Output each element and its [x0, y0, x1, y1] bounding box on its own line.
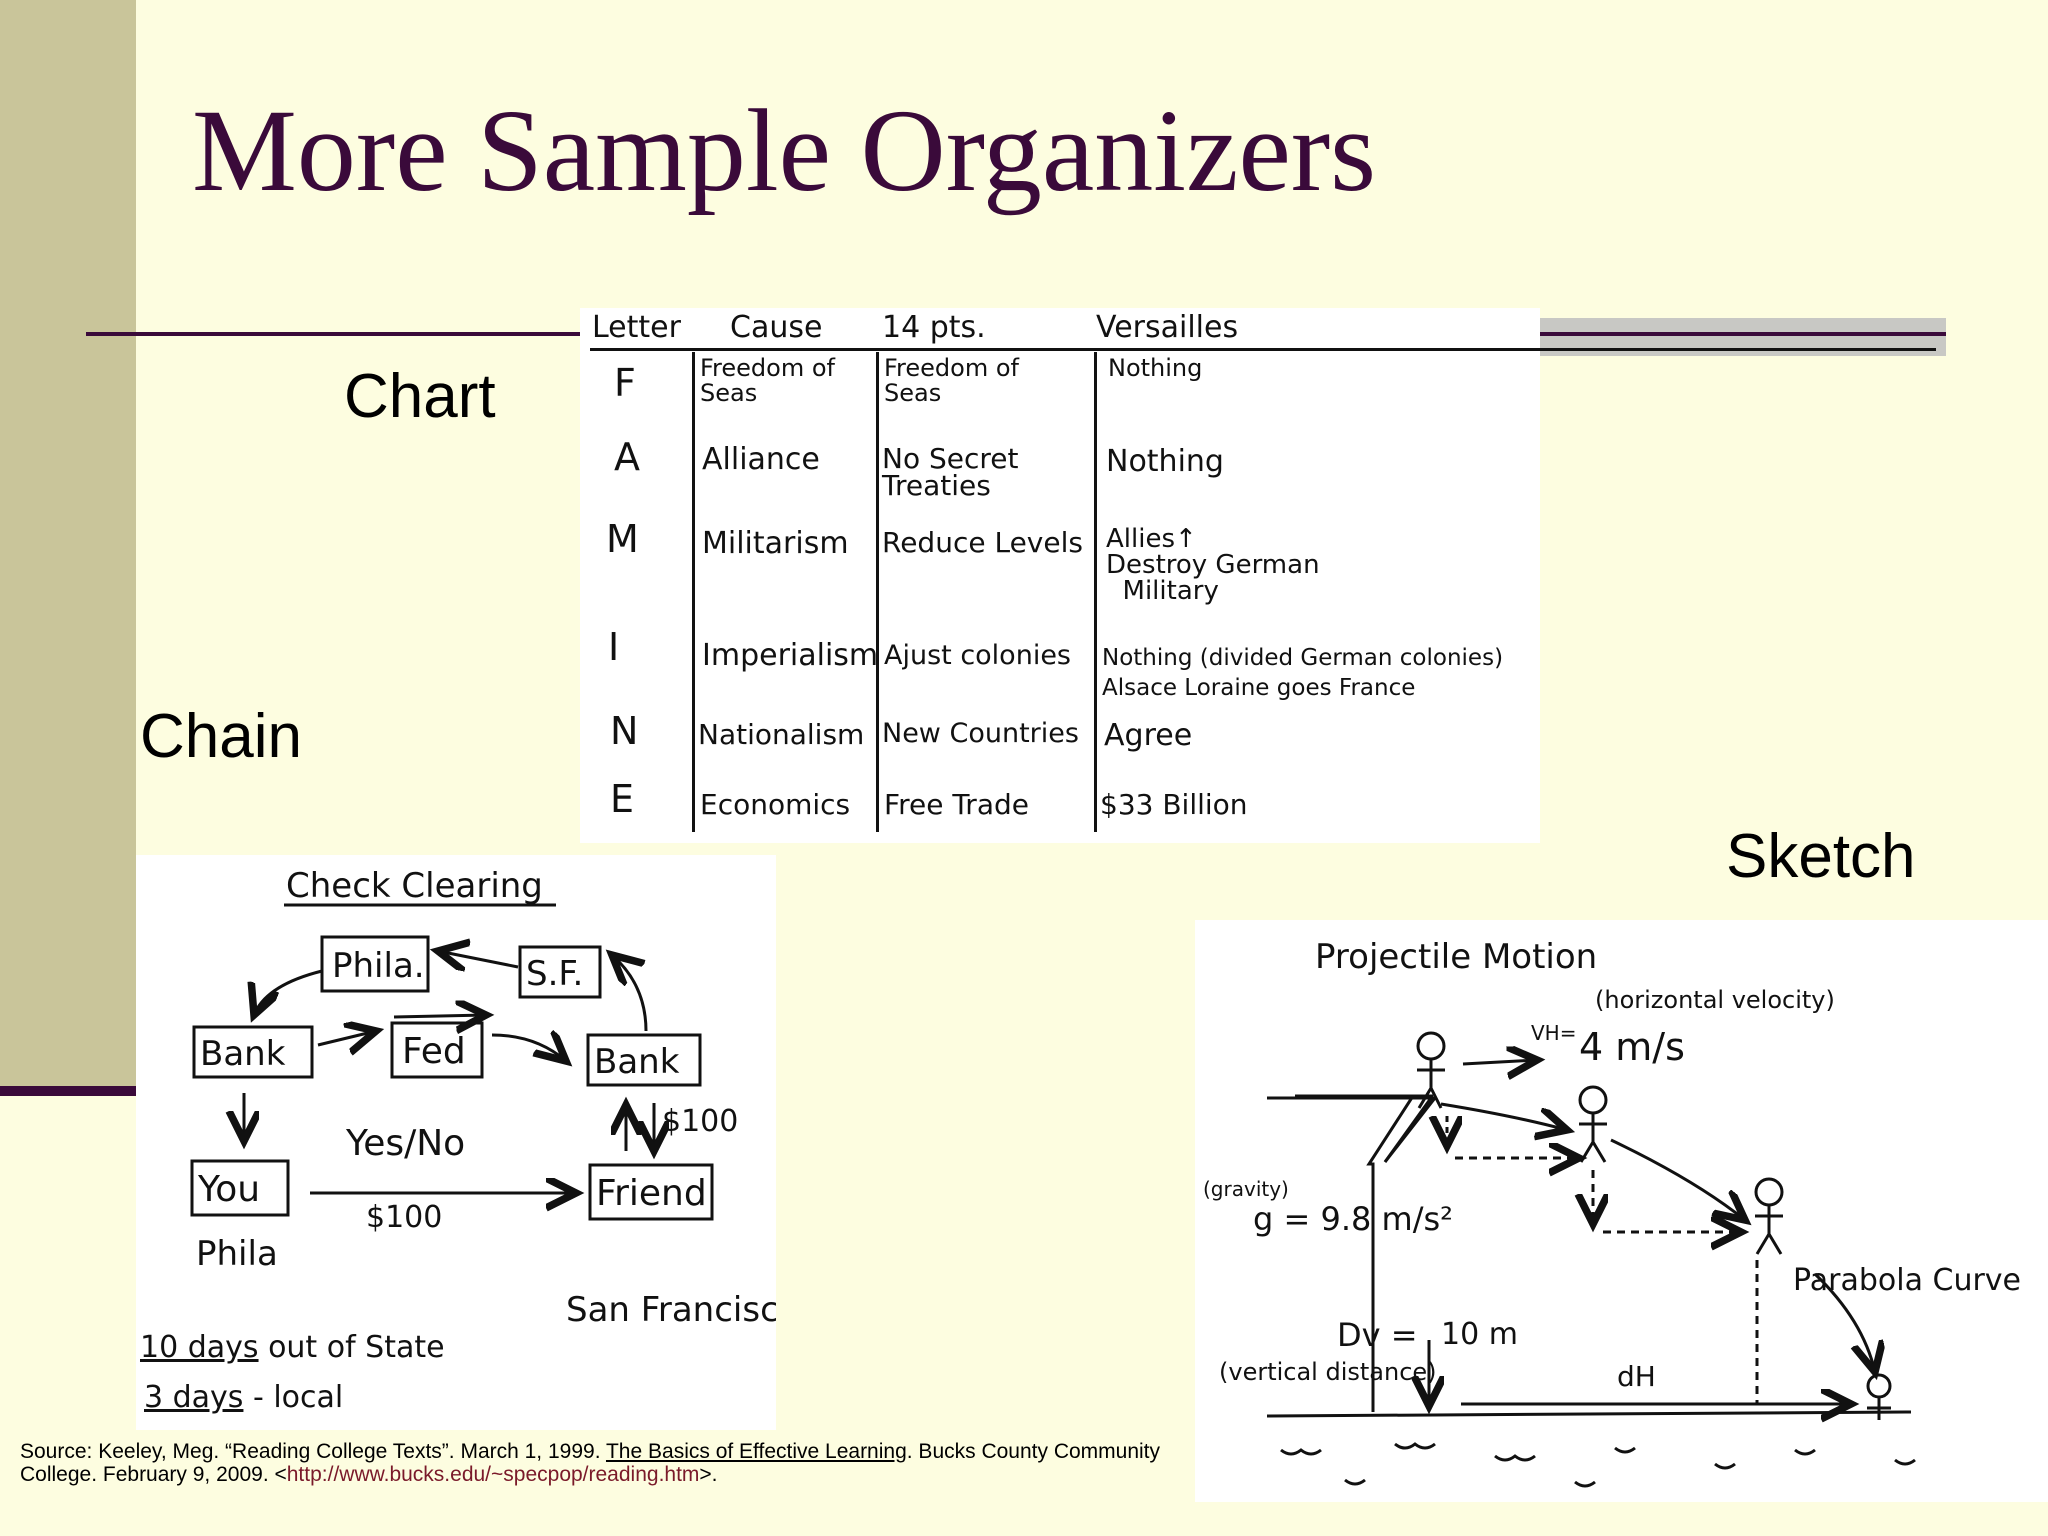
title-rule-right [1540, 332, 1946, 336]
node-box-phila [320, 935, 430, 993]
chain-yes-no: Yes/No [345, 1123, 465, 1164]
row-letter: N [610, 709, 639, 753]
row-points: Free Trade [884, 788, 1029, 821]
header-letter: Letter [592, 310, 681, 345]
node-fed: Fed [402, 1031, 466, 1072]
chain-place-right: San Francisco [566, 1290, 776, 1330]
chain-example-image: Check Clearing Phila. S.F. Bank Fed Bank… [136, 855, 776, 1430]
row-points: No Secret Treaties [882, 442, 1019, 502]
header-points: 14 pts. [882, 310, 986, 345]
source-prefix: Source: Keeley, Meg. “Reading College Te… [20, 1440, 606, 1463]
sketch-dv-label: Dv = [1337, 1316, 1418, 1354]
chain-arrows [244, 951, 654, 1193]
slide-title: More Sample Organizers [192, 85, 1377, 216]
label-chain: Chain [140, 702, 302, 771]
row-versailles: Nothing [1108, 354, 1203, 382]
row-versailles: Nothing (divided German colonies) Alsace… [1102, 645, 1504, 701]
sidebar-accent-line [0, 1086, 136, 1096]
source-citation: Source: Keeley, Meg. “Reading College Te… [20, 1440, 1180, 1486]
node-box-fed [390, 1021, 484, 1079]
table-header-rule [590, 348, 1385, 351]
row-cause: Nationalism [698, 718, 865, 751]
node-phila: Phila. [332, 946, 425, 986]
node-you: You [197, 1169, 260, 1210]
sketch-vh-label: VH= [1531, 1021, 1576, 1045]
row-cause: Militarism [702, 526, 849, 561]
sketch-gravity-value: g = 9.8 m/s² [1253, 1200, 1453, 1238]
node-bank-right: Bank [594, 1042, 680, 1082]
chain-amount-bottom: $100 [366, 1200, 442, 1235]
sketch-example-image: Projectile Motion (horizontal velocity) … [1195, 920, 2048, 1502]
sketch-dh-label: dH [1617, 1360, 1656, 1393]
chart-example-image: Letter Cause 14 pts. Versailles F Freedo… [580, 308, 1936, 843]
table-divider-2 [876, 352, 879, 832]
node-bank-left: Bank [200, 1034, 286, 1074]
row-points: Reduce Levels [882, 526, 1083, 559]
chain-note-2-rest: - local [243, 1380, 343, 1415]
node-box-sf [518, 945, 602, 999]
label-sketch: Sketch [1726, 822, 1916, 891]
row-letter: I [608, 625, 620, 669]
node-box-you [190, 1159, 290, 1217]
row-cause: Freedom of Seas [700, 354, 835, 408]
row-cause: Imperialism [702, 638, 879, 673]
row-versailles: Nothing [1106, 444, 1224, 479]
sketch-diagram: Projectile Motion (horizontal velocity) … [1203, 937, 2021, 1488]
title-rule-left [86, 332, 586, 336]
row-versailles: $33 Billion [1100, 788, 1248, 821]
row-points: Ajust colonies [884, 640, 1071, 671]
node-friend: Friend [596, 1173, 707, 1214]
sketch-gravity-note: (gravity) [1203, 1177, 1289, 1201]
source-suffix: >. [699, 1463, 718, 1486]
chain-diagram: Check Clearing Phila. S.F. Bank Fed Bank… [140, 866, 776, 1415]
chain-note-1-rest: out of State [259, 1330, 445, 1365]
source-middle: . Bucks County Community College. Februa… [20, 1440, 1161, 1486]
row-letter: M [606, 517, 639, 561]
row-letter: F [614, 361, 636, 405]
row-letter: A [614, 435, 640, 479]
sketch-parabola-label: Parabola Curve [1793, 1263, 2021, 1298]
row-cause: Alliance [702, 442, 820, 477]
node-box-bank-right [586, 1033, 702, 1087]
sketch-hv-note: (horizontal velocity) [1595, 986, 1835, 1014]
sketch-dv-value: 10 m [1441, 1317, 1518, 1352]
chain-place-left: Phila [196, 1234, 278, 1274]
chain-note-1-days: 10 days [140, 1330, 259, 1365]
node-box-friend [588, 1163, 714, 1221]
header-versailles: Versailles [1096, 310, 1239, 345]
table-divider-3 [1094, 352, 1097, 832]
chain-amount-right: $100 [662, 1104, 738, 1139]
row-points: New Countries [882, 718, 1079, 749]
chain-note-2-days: 3 days [144, 1380, 243, 1415]
node-sf: S.F. [526, 954, 583, 994]
source-url-link[interactable]: http://www.bucks.edu/~specpop/reading.ht… [286, 1463, 700, 1486]
table-divider-1 [692, 352, 695, 832]
sidebar-decoration [0, 0, 136, 1090]
header-cause: Cause [730, 310, 823, 345]
row-cause: Economics [700, 788, 851, 821]
source-book-title: The Basics of Effective Learning [605, 1440, 907, 1463]
sketch-drawing [1266, 1031, 1916, 1488]
node-box-bank-left [192, 1025, 314, 1079]
row-points: Freedom of Seas [884, 354, 1019, 408]
row-versailles: Agree [1104, 718, 1193, 753]
chain-note-2: 3 days - local [144, 1380, 343, 1415]
chain-title: Check Clearing [286, 866, 543, 906]
sketch-vh-value: 4 m/s [1579, 1025, 1685, 1069]
sketch-title: Projectile Motion [1315, 937, 1597, 977]
row-letter: E [610, 777, 635, 821]
chain-note-1: 10 days out of State [140, 1330, 445, 1365]
sketch-vertical-note: (vertical distance) [1219, 1358, 1437, 1386]
row-versailles: Allies↑ Destroy German Military [1106, 524, 1320, 606]
label-chart: Chart [344, 362, 496, 431]
